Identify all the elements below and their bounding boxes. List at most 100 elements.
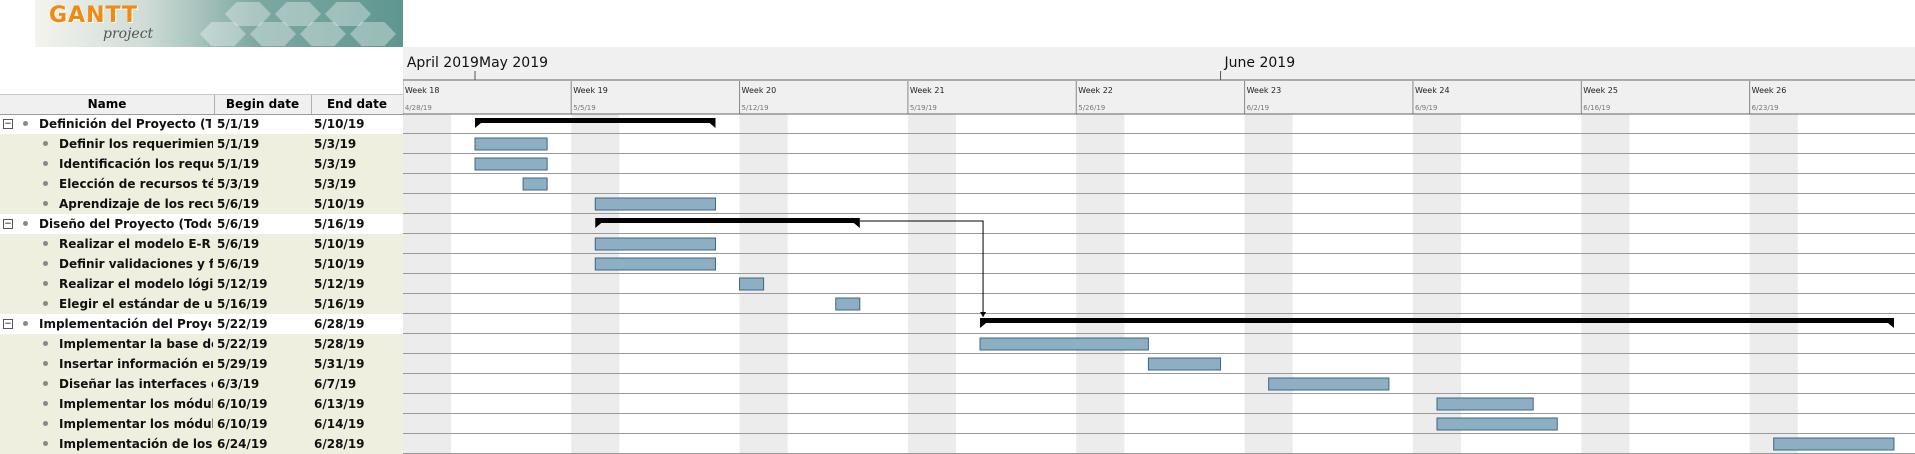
- task-row[interactable]: Elegir el estándar de usabi...5/16/195/1…: [0, 294, 403, 314]
- task-row-summary[interactable]: − Diseño del Proyecto (Todos) 5/6/19 5/16/1…: [0, 214, 403, 234]
- week-label: Week 18: [405, 86, 440, 95]
- summary-bar[interactable]: [980, 318, 1894, 323]
- task-bullet-icon: [43, 241, 48, 246]
- task-row[interactable]: Insertar información en la...5/29/195/31…: [0, 354, 403, 374]
- task-end-date: 6/14/19: [314, 417, 365, 431]
- task-name: Implementar los módulos ...: [59, 397, 213, 411]
- summary-bar-left-cap: [595, 223, 602, 228]
- task-begin-date: 6/10/19: [217, 417, 268, 431]
- task-bullet-icon: [43, 261, 48, 266]
- summary-bar[interactable]: [595, 218, 860, 223]
- task-end-date: 5/16/19: [314, 217, 365, 231]
- task-begin-date: 5/16/19: [217, 297, 268, 311]
- task-bar[interactable]: [1436, 397, 1534, 411]
- task-row[interactable]: Implementación de los re...6/24/196/28/1…: [0, 434, 403, 454]
- task-name: Implementar los módulos ...: [59, 417, 213, 431]
- task-table: − Definición del Proyecto (Tod... 5/1/19 5/…: [0, 114, 403, 454]
- task-name: Aprendizaje de los recurs...: [59, 197, 213, 211]
- week-date-label: 5/19/19: [910, 104, 937, 112]
- task-bullet-icon: [43, 341, 48, 346]
- task-row[interactable]: Definir los requerimiento...5/1/195/3/19: [0, 134, 403, 154]
- week-date-label: 5/26/19: [1078, 104, 1105, 112]
- task-bar[interactable]: [594, 257, 716, 271]
- task-row-summary[interactable]: − Definición del Proyecto (Tod... 5/1/19 5/…: [0, 114, 403, 134]
- task-bar[interactable]: [474, 137, 548, 151]
- task-begin-date: 5/6/19: [217, 257, 260, 271]
- task-row[interactable]: Definir validaciones y fun...5/6/195/10/…: [0, 254, 403, 274]
- task-row[interactable]: Elección de recursos técni...5/3/195/3/1…: [0, 174, 403, 194]
- task-end-date: 5/10/19: [314, 257, 365, 271]
- task-bullet-icon: [43, 421, 48, 426]
- task-end-date: 6/13/19: [314, 397, 365, 411]
- task-name: Definición del Proyecto (Tod...: [39, 117, 211, 131]
- task-bar[interactable]: [522, 177, 548, 191]
- task-begin-date: 5/12/19: [217, 277, 268, 291]
- task-bullet-icon: [43, 281, 48, 286]
- task-begin-date: 5/22/19: [217, 337, 268, 351]
- task-name: Implementar la base de d...: [59, 337, 213, 351]
- collapse-icon[interactable]: −: [3, 119, 13, 129]
- column-header-end-date[interactable]: End date: [326, 97, 388, 111]
- week-date-label: 5/12/19: [742, 104, 769, 112]
- task-bullet-icon: [43, 201, 48, 206]
- task-name: Insertar información en la...: [59, 357, 213, 371]
- task-row[interactable]: Implementar los módulos ... 6/10/19 6/13/1…: [0, 394, 403, 414]
- weekend-shade: [1412, 114, 1462, 454]
- task-bar[interactable]: [594, 197, 716, 211]
- logo-title: GANTT: [49, 3, 139, 28]
- task-begin-date: 5/1/19: [217, 117, 260, 131]
- task-bar[interactable]: [474, 157, 548, 171]
- task-bar[interactable]: [1268, 377, 1390, 391]
- dependency-link[interactable]: [859, 220, 984, 317]
- weekend-shade: [1244, 114, 1293, 454]
- task-bullet-icon: [43, 361, 48, 366]
- column-header-name[interactable]: Name: [87, 97, 127, 111]
- task-end-date: 6/28/19: [314, 317, 365, 331]
- task-bar[interactable]: [835, 297, 861, 311]
- task-row[interactable]: Implementar los módulos ... 6/10/19 6/14/1…: [0, 414, 403, 434]
- task-end-date: 5/10/19: [314, 117, 365, 131]
- summary-bar[interactable]: [475, 118, 716, 123]
- task-begin-date: 6/10/19: [217, 397, 268, 411]
- weekend-shade: [1749, 114, 1798, 454]
- task-row-summary[interactable]: −Implementación del Proyecto5/22/196/28/…: [0, 314, 403, 334]
- task-name: Definir los requerimiento...: [59, 137, 213, 151]
- task-begin-date: 5/22/19: [217, 317, 268, 331]
- column-header-begin-date[interactable]: Begin date: [225, 97, 300, 111]
- task-bullet-icon: [43, 381, 48, 386]
- task-bar[interactable]: [739, 277, 765, 291]
- task-begin-date: 5/1/19: [217, 157, 260, 171]
- collapse-icon[interactable]: −: [3, 319, 13, 329]
- task-bar[interactable]: [1436, 417, 1558, 431]
- task-end-date: 5/3/19: [314, 157, 357, 171]
- week-date-label: 6/2/19: [1247, 104, 1270, 112]
- task-end-date: 5/3/19: [314, 177, 357, 191]
- weekend-shade: [571, 114, 620, 454]
- task-bar[interactable]: [979, 337, 1149, 351]
- task-name: Implementación de los re...: [59, 437, 213, 451]
- task-bar[interactable]: [594, 237, 716, 251]
- task-row[interactable]: Implementar la base de d... 5/22/19 5/28/1…: [0, 334, 403, 354]
- summary-bar-left-cap: [980, 323, 987, 328]
- week-label: Week 25: [1583, 86, 1618, 95]
- task-bar[interactable]: [1773, 437, 1895, 451]
- task-begin-date: 5/6/19: [217, 197, 260, 211]
- task-row[interactable]: Aprendizaje de los recurs...5/6/195/10/1…: [0, 194, 403, 214]
- task-row[interactable]: Diseñar las interfaces de ...6/3/196/7/1…: [0, 374, 403, 394]
- task-begin-date: 5/6/19: [217, 217, 260, 231]
- task-end-date: 6/7/19: [314, 377, 357, 391]
- task-name: Diseño del Proyecto (Todos): [39, 217, 211, 231]
- weekend-shade: [907, 114, 956, 454]
- task-end-date: 5/28/19: [314, 337, 365, 351]
- task-row[interactable]: Identificación los requeri...5/1/195/3/1…: [0, 154, 403, 174]
- task-bullet-icon: [43, 141, 48, 146]
- collapse-icon[interactable]: −: [3, 219, 13, 229]
- task-end-date: 5/16/19: [314, 297, 365, 311]
- task-begin-date: 6/24/19: [217, 437, 268, 451]
- weekend-shade: [403, 114, 451, 454]
- task-bar[interactable]: [1147, 357, 1222, 371]
